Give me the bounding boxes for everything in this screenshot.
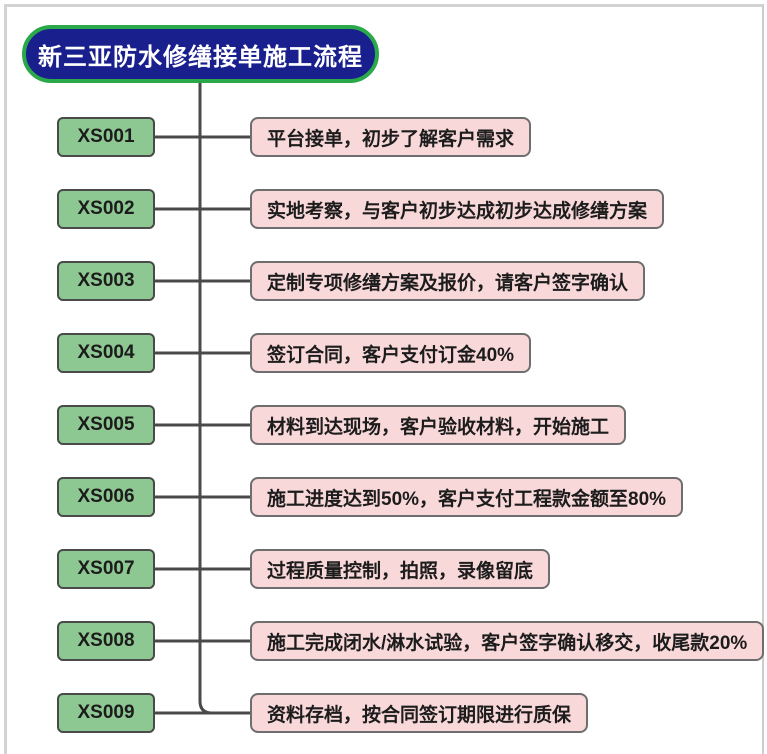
flow-step-row: XS007 过程质量控制，拍照，录像留底 <box>0 549 767 589</box>
step-code-node: XS008 <box>57 621 155 661</box>
flow-step-row: XS008 施工完成闭水/淋水试验，客户签字确认移交，收尾款20% <box>0 621 767 661</box>
step-desc-node: 施工进度达到50%，客户支付工程款金额至80% <box>250 477 684 517</box>
step-desc-node: 资料存档，按合同签订期限进行质保 <box>250 693 589 733</box>
flow-step-row: XS002 实地考察，与客户初步达成初步达成修缮方案 <box>0 189 767 229</box>
step-code-node: XS001 <box>57 117 155 157</box>
flow-step-row: XS003 定制专项修缮方案及报价，请客户签字确认 <box>0 261 767 301</box>
step-desc-node: 实地考察，与客户初步达成初步达成修缮方案 <box>250 189 665 229</box>
step-code-node: XS005 <box>57 405 155 445</box>
flow-step-row: XS005 材料到达现场，客户验收材料，开始施工 <box>0 405 767 445</box>
step-code-node: XS003 <box>57 261 155 301</box>
step-code-node: XS004 <box>57 333 155 373</box>
step-code-node: XS006 <box>57 477 155 517</box>
flow-step-row: XS001 平台接单，初步了解客户需求 <box>0 117 767 157</box>
flow-step-row: XS009 资料存档，按合同签订期限进行质保 <box>0 693 767 733</box>
flow-title-node: 新三亚防水修缮接单施工流程 <box>22 25 379 83</box>
step-code-node: XS009 <box>57 693 155 733</box>
step-code-node: XS007 <box>57 549 155 589</box>
step-code-node: XS002 <box>57 189 155 229</box>
trunk-line <box>198 83 213 715</box>
flow-step-row: XS006 施工进度达到50%，客户支付工程款金额至80% <box>0 477 767 517</box>
flow-step-row: XS004 签订合同，客户支付订金40% <box>0 333 767 373</box>
step-desc-node: 施工完成闭水/淋水试验，客户签字确认移交，收尾款20% <box>250 621 765 661</box>
step-desc-node: 过程质量控制，拍照，录像留底 <box>250 549 551 589</box>
step-desc-node: 平台接单，初步了解客户需求 <box>250 117 532 157</box>
step-desc-node: 签订合同，客户支付订金40% <box>250 333 532 373</box>
flow-title-text: 新三亚防水修缮接单施工流程 <box>38 43 363 71</box>
step-desc-node: 材料到达现场，客户验收材料，开始施工 <box>250 405 627 445</box>
step-desc-node: 定制专项修缮方案及报价，请客户签字确认 <box>250 261 646 301</box>
